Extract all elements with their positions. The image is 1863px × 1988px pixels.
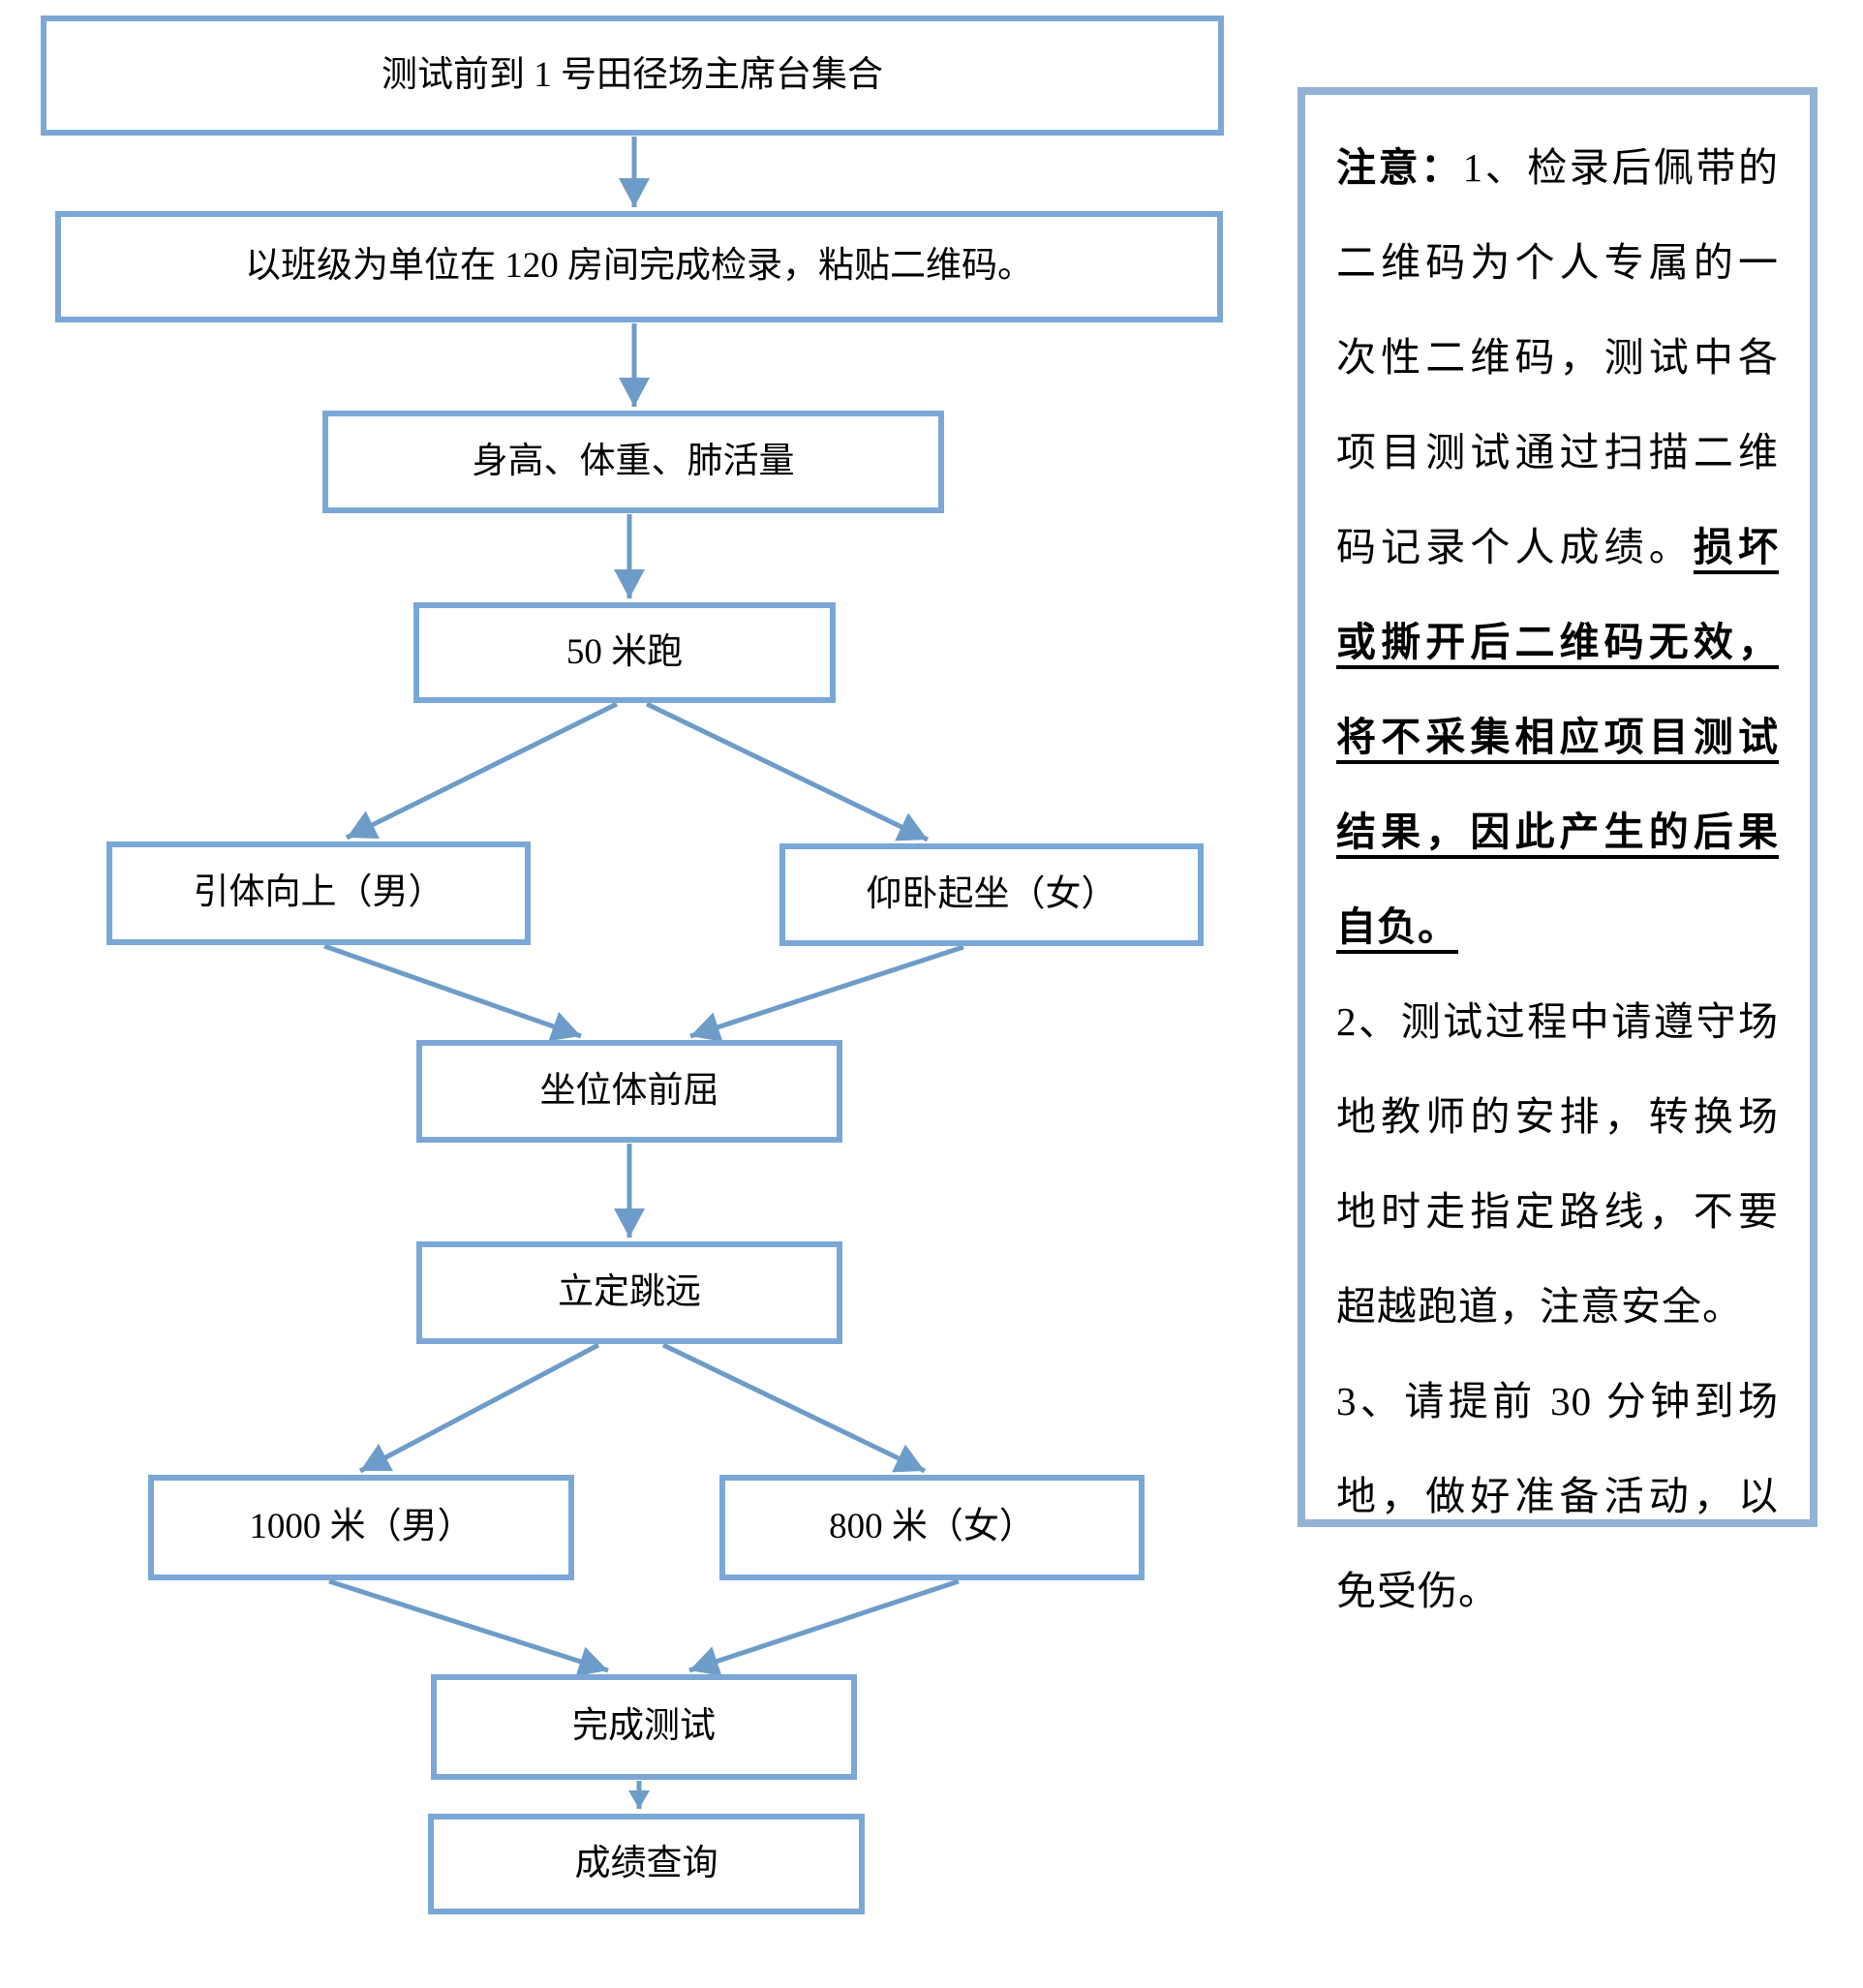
flow-node-jump-label: 立定跳远 (558, 1271, 701, 1312)
note-segment: 3、请提前 30 分钟到场地，做好准备活动，以免受伤。 (1336, 1379, 1779, 1613)
arrow-run50-pullup (345, 701, 619, 841)
flow-node-query-label: 成绩查询 (574, 1843, 718, 1883)
flow-node-finish: 完成测试 (431, 1674, 857, 1780)
flow-node-gather: 测试前到 1 号田径场主席台集合 (41, 15, 1224, 136)
flow-node-jump: 立定跳远 (416, 1241, 842, 1344)
flow-node-run800: 800 米（女） (719, 1475, 1145, 1580)
flow-node-run50-label: 50 米跑 (565, 631, 684, 672)
flow-node-run1000: 1000 米（男） (148, 1475, 574, 1580)
notes-panel: 注意：1、检录后佩带的二维码为个人专属的一次性二维码，测试中各项目测试通过扫描二… (1298, 87, 1817, 1613)
arrow-situp-sitreach (689, 944, 964, 1042)
arrow-pullup-sitreach (323, 943, 582, 1042)
flow-node-checkin: 以班级为单位在 120 房间完成检录，粘贴二维码。 (55, 211, 1223, 322)
flow-node-measure: 身高、体重、肺活量 (322, 411, 944, 513)
flow-node-sitreach: 坐位体前屈 (416, 1040, 842, 1143)
arrow-run1000-finish (328, 1578, 609, 1677)
arrow-jump-run800 (661, 1342, 927, 1474)
note-segment: 损坏或撕开后二维码无效，将不采集相应项目测试结果，因此产生的后果自负。 (1336, 525, 1780, 949)
flow-node-situp-label: 仰卧起坐（女） (866, 873, 1117, 914)
note-segment: 2、测试过程中请遵守场地教师的安排，转换场地时走指定路线，不要超越跑道，注意安全… (1336, 999, 1779, 1329)
flow-node-gather-label: 测试前到 1 号田径场主席台集合 (382, 54, 883, 95)
note-paragraph: 3、请提前 30 分钟到场地，做好准备活动，以免受伤。 (1336, 1354, 1779, 1638)
flow-node-checkin-label: 以班级为单位在 120 房间完成检录，粘贴二维码。 (245, 246, 1033, 287)
flow-node-pullup: 引体向上（男） (107, 841, 531, 945)
note-segment: 1、检录后佩带的二维码为个人专属的一次性二维码，测试中各项目测试通过扫描二维码记… (1336, 145, 1780, 569)
flow-node-finish-label: 完成测试 (572, 1706, 716, 1747)
flow-node-query: 成绩查询 (428, 1814, 865, 1914)
arrow-run800-finish (688, 1578, 960, 1676)
flow-node-measure-label: 身高、体重、肺活量 (472, 441, 795, 481)
arrow-jump-run1000 (358, 1342, 600, 1474)
flow-node-pullup-label: 引体向上（男） (193, 872, 444, 913)
flow-node-situp: 仰卧起坐（女） (779, 843, 1204, 946)
flow-node-run50: 50 米跑 (413, 602, 836, 703)
note-paragraph: 注意：1、检录后佩带的二维码为个人专属的一次性二维码，测试中各项目测试通过扫描二… (1336, 120, 1779, 974)
notes-text: 注意：1、检录后佩带的二维码为个人专属的一次性二维码，测试中各项目测试通过扫描二… (1336, 120, 1779, 1638)
arrow-run50-situp (645, 701, 930, 842)
note-paragraph: 2、测试过程中请遵守场地教师的安排，转换场地时走指定路线，不要超越跑道，注意安全… (1336, 974, 1779, 1354)
note-segment: 注意： (1336, 145, 1463, 190)
flow-node-run800-label: 800 米（女） (829, 1507, 1035, 1547)
flow-node-sitreach-label: 坐位体前屈 (539, 1070, 719, 1111)
flow-node-run1000-label: 1000 米（男） (249, 1507, 473, 1547)
